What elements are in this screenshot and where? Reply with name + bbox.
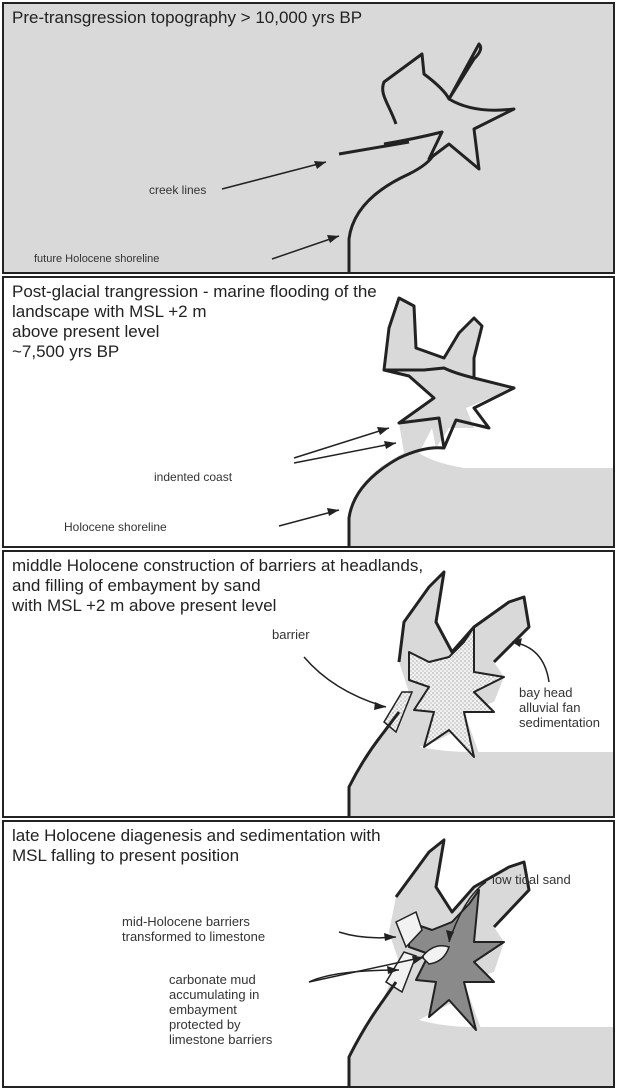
arrow-bay-head	[512, 642, 549, 682]
arrowhead-coast-2	[384, 441, 396, 449]
label-future-shoreline: future Holocene shoreline	[34, 253, 159, 266]
panel-4-title: late Holocene diagenesis and sedimentati…	[12, 826, 381, 866]
panel-1-drawing	[4, 4, 615, 274]
panel-late-holocene: late Holocene diagenesis and sedimentati…	[2, 820, 615, 1088]
panel-pre-transgression: Pre-transgression topography > 10,000 yr…	[2, 2, 615, 274]
panel-post-glacial: Post-glacial trangression - marine flood…	[2, 276, 615, 548]
land-upper	[384, 298, 482, 378]
label-carbonate-mud: carbonate mud accumulating in embayment …	[169, 972, 272, 1047]
future-shoreline	[349, 154, 434, 274]
arrow-barrier	[304, 657, 386, 707]
arrow-creek	[222, 162, 326, 189]
label-bay-head: bay head alluvial fan sedimentation	[519, 685, 600, 730]
label-barrier: barrier	[272, 627, 310, 642]
label-mid-holocene-barriers: mid-Holocene barriers transformed to lim…	[122, 914, 265, 944]
panel-3-title: middle Holocene construction of barriers…	[12, 556, 423, 616]
panel-middle-holocene: middle Holocene construction of barriers…	[2, 550, 615, 818]
arrowhead-shoreline	[327, 235, 339, 243]
label-low-tidal-sand: low tidal sand	[492, 872, 571, 887]
arrowhead-creek	[314, 161, 326, 169]
label-indented-coast: indented coast	[154, 471, 232, 484]
panel-2-title: Post-glacial trangression - marine flood…	[12, 282, 377, 362]
panel-1-title: Pre-transgression topography > 10,000 yr…	[12, 8, 362, 28]
arrowhead-holocene-shoreline	[327, 508, 339, 516]
creek-line-west	[339, 142, 409, 154]
label-holocene-shoreline: Holocene shoreline	[64, 521, 167, 534]
arrowhead-coast-1	[377, 427, 389, 435]
creek-lines	[383, 44, 514, 169]
label-creek-lines: creek lines	[149, 184, 206, 197]
